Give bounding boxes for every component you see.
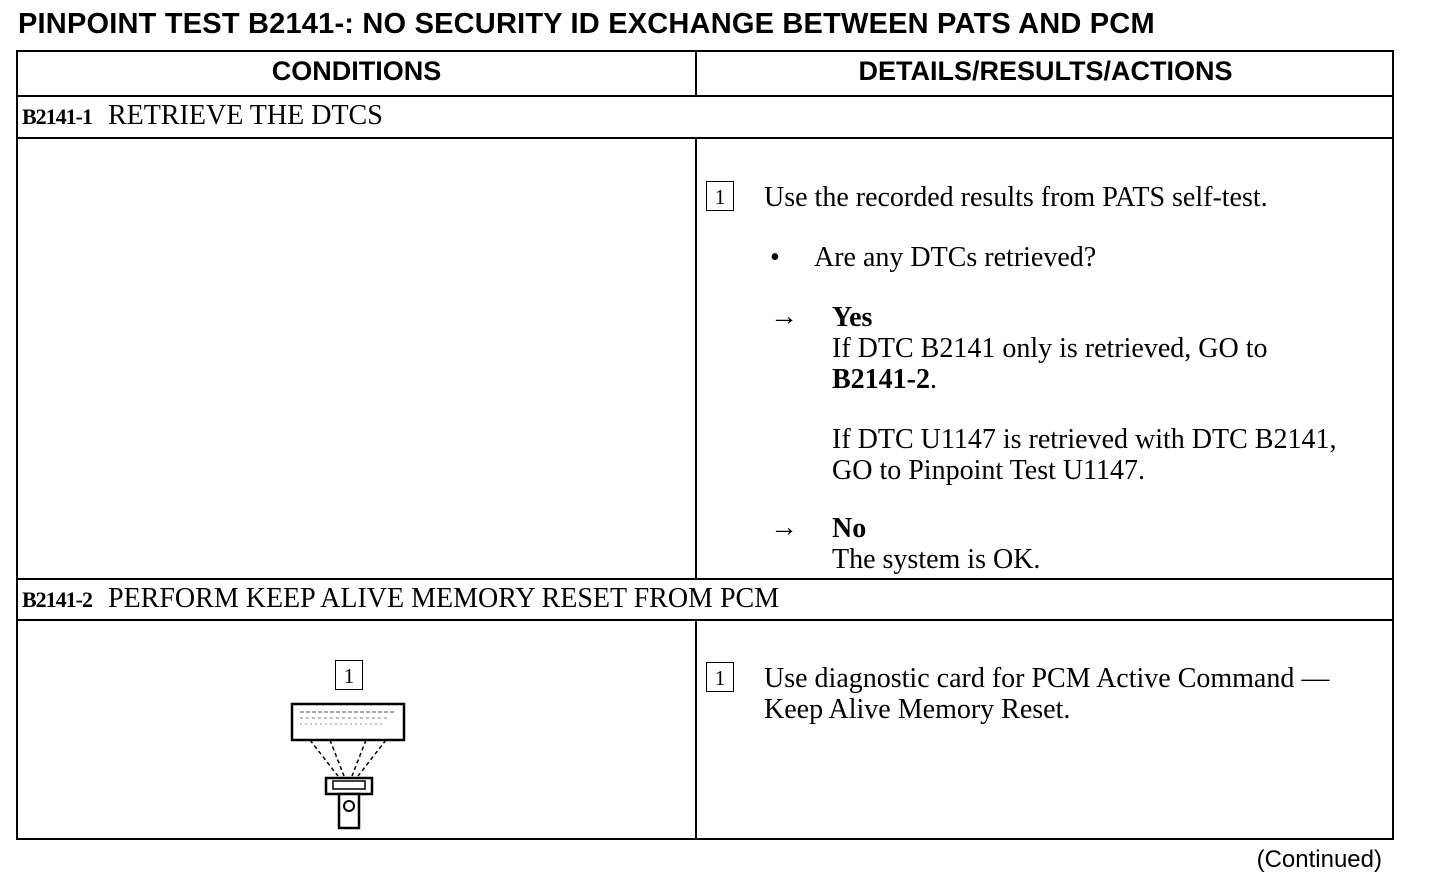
no-label: No xyxy=(832,513,867,544)
step-title: RETRIEVE THE DTCS xyxy=(108,100,383,131)
column-divider xyxy=(695,52,697,95)
yes-label: Yes xyxy=(832,302,873,333)
arrow-right-icon: → xyxy=(770,512,798,543)
instruction-line: Keep Alive Memory Reset. xyxy=(764,694,1071,725)
divider xyxy=(18,137,1392,139)
page-title: PINPOINT TEST B2141-: NO SECURITY ID EXC… xyxy=(18,8,1155,40)
step-heading-b2141-1: B2141-1 RETRIEVE THE DTCS xyxy=(22,100,383,132)
pinpoint-test-table: CONDITIONS DETAILS/RESULTS/ACTIONS B2141… xyxy=(16,50,1394,840)
arrow-right-icon: → xyxy=(770,301,798,332)
diagram-number-box: 1 xyxy=(335,660,363,690)
details-column-header: DETAILS/RESULTS/ACTIONS xyxy=(858,56,1233,86)
step-number-box: 1 xyxy=(706,181,734,211)
continued-label: (Continued) xyxy=(1256,846,1382,873)
bullet-icon: • xyxy=(770,242,780,273)
yes-result-line: If DTC B2141 only is retrieved, GO to xyxy=(832,333,1268,364)
yes-result-line: If DTC U1147 is retrieved with DTC B2141… xyxy=(832,424,1337,455)
instruction-text: Use the recorded results from PATS self-… xyxy=(764,182,1268,213)
instruction-text: Use diagnostic card for PCM Active Comma… xyxy=(764,663,1329,725)
divider xyxy=(18,578,1392,580)
goto-step-link[interactable]: B2141-2 xyxy=(832,364,930,395)
step-code: B2141-2 xyxy=(22,587,93,612)
instruction-line: Use diagnostic card for PCM Active Comma… xyxy=(764,663,1330,694)
column-divider xyxy=(695,619,697,840)
divider xyxy=(18,95,1392,97)
no-result-line: The system is OK. xyxy=(832,544,1041,575)
step-title: PERFORM KEEP ALIVE MEMORY RESET FROM PCM xyxy=(108,583,780,614)
question-text: Are any DTCs retrieved? xyxy=(814,242,1097,273)
no-result: No The system is OK. xyxy=(832,513,1040,575)
scan-tool-connector-icon xyxy=(290,702,406,830)
step-heading-b2141-2: B2141-2 PERFORM KEEP ALIVE MEMORY RESET F… xyxy=(22,583,779,615)
yes-goto-line: B2141-2. xyxy=(832,364,1336,395)
column-divider xyxy=(695,137,697,578)
yes-result: Yes If DTC B2141 only is retrieved, GO t… xyxy=(832,302,1336,486)
step-code: B2141-1 xyxy=(22,104,93,129)
yes-result-line: GO to Pinpoint Test U1147. xyxy=(832,455,1146,486)
step-number-box: 1 xyxy=(706,662,734,692)
conditions-column-header: CONDITIONS xyxy=(271,56,442,86)
period: . xyxy=(930,364,937,395)
divider xyxy=(18,619,1392,621)
